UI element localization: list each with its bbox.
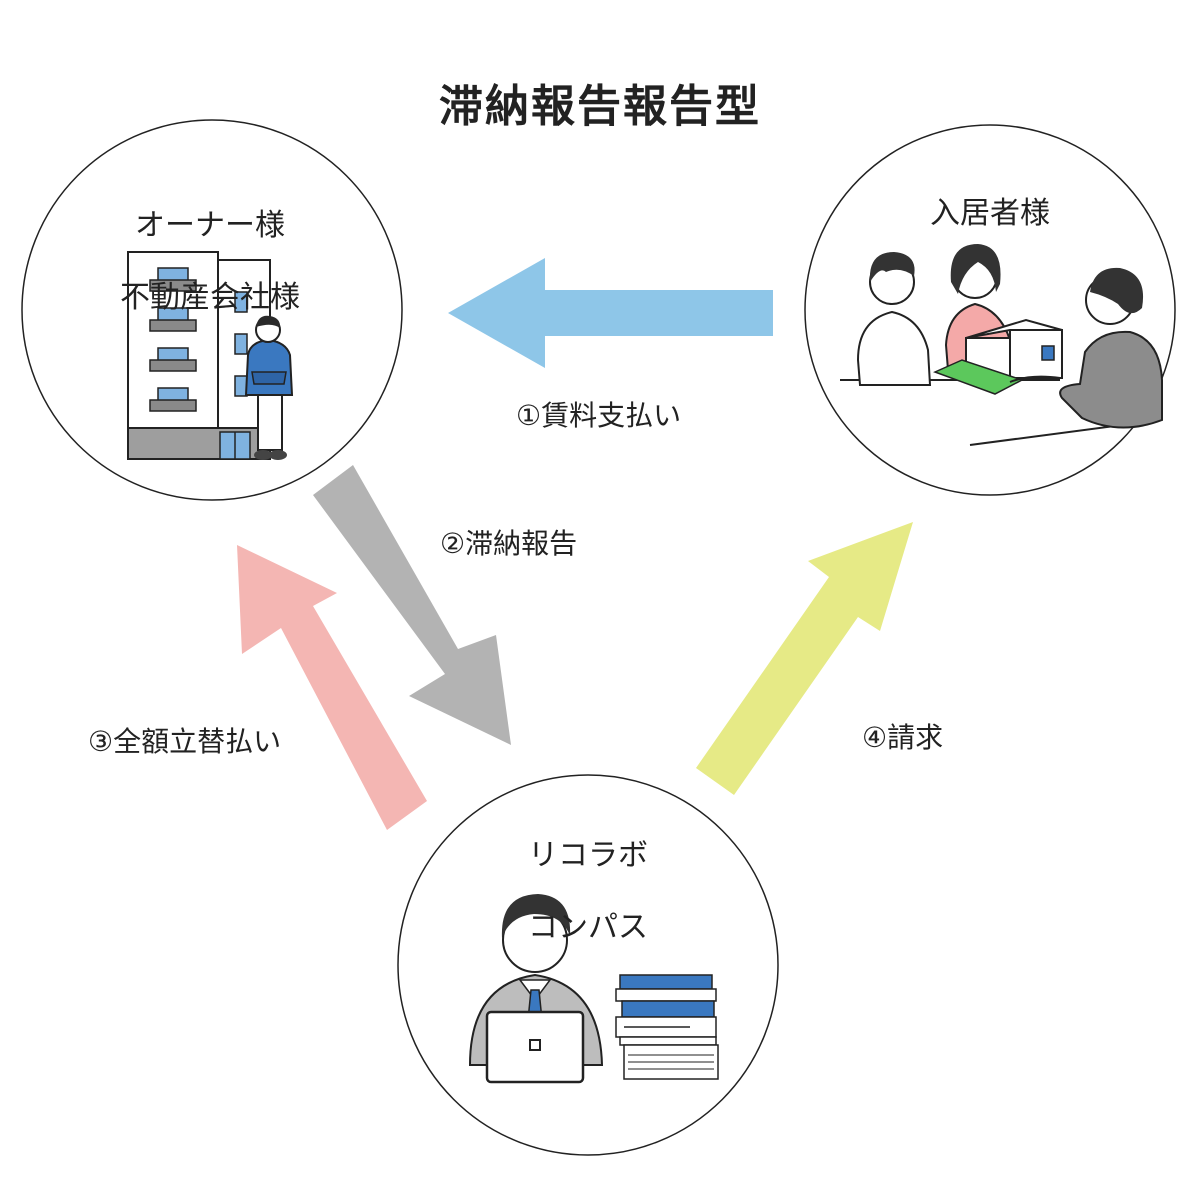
owner-label-line1: オーナー様 — [135, 208, 285, 243]
tenant-label-line1: 入居者様 — [930, 196, 1050, 231]
documents-stack-illustration — [615, 974, 719, 1080]
tenant-meeting-illustration — [840, 244, 1163, 446]
owner-man-illustration — [244, 315, 294, 460]
company-label-line1: リコラボ — [528, 838, 648, 873]
billing-label: ④請求 — [862, 721, 944, 754]
full-advance-payment-label: ③全額立替払い — [88, 725, 282, 758]
rent-payment-label: ①賃料支払い — [516, 399, 682, 432]
company-node-label: リコラボ コンパス — [450, 802, 726, 982]
company-label-line2: コンパス — [528, 910, 648, 945]
delinquency-report-label: ②滞納報告 — [440, 527, 578, 560]
billing-arrow — [696, 522, 913, 795]
rent-payment-arrow — [448, 258, 773, 368]
company-staff-illustration — [468, 894, 604, 1084]
apartment-building-illustration — [127, 251, 271, 460]
diagram-title: 滞納報告報告型 — [439, 81, 761, 132]
delinquency-report-arrow — [313, 465, 511, 745]
full-advance-payment-arrow — [237, 545, 427, 830]
owner-label-line2: 不動産会社様 — [120, 280, 300, 315]
owner-node-label: オーナー様 不動産会社様 — [60, 172, 360, 352]
tenant-node-label: 入居者様 — [860, 160, 1120, 268]
